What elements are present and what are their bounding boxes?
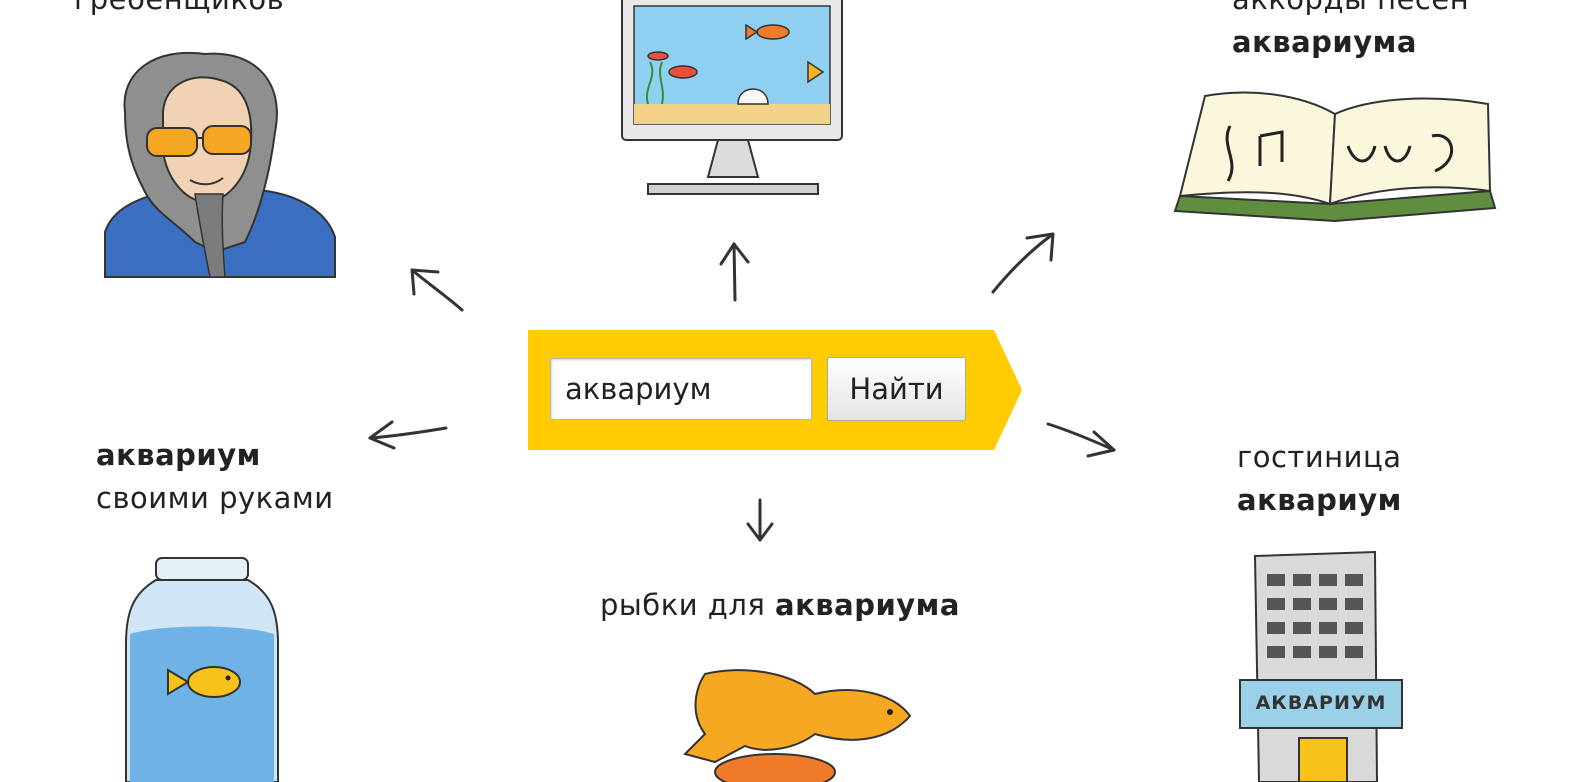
suggestion-top-right-text: аккорды песен (1232, 0, 1469, 21)
goldfish-icon (683, 669, 912, 782)
arrow-down-right-icon (1046, 422, 1116, 458)
fish-jar-icon (125, 557, 279, 782)
hotel-sign-text: АКВАРИУМ (1255, 692, 1387, 714)
arrow-up-right-icon (991, 232, 1055, 294)
suggestion-bottom[interactable]: рыбки для аквариума (600, 584, 960, 627)
suggestion-top-right-bold: аквариума (1232, 25, 1417, 59)
suggestion-mid-left[interactable]: аквариум своими руками (96, 434, 334, 520)
suggestion-mid-right[interactable]: гостиница аквариум (1237, 436, 1402, 522)
search-button[interactable]: Найти (827, 357, 966, 421)
suggestion-bottom-prefix: рыбки для (600, 588, 776, 622)
songbook-icon (1173, 91, 1497, 223)
arrow-left-icon (368, 420, 448, 450)
search-input[interactable] (550, 358, 812, 420)
suggestion-top-left-text: гребенщиков (74, 0, 284, 16)
arrow-up-icon (719, 242, 750, 302)
suggestion-mid-right-text: гостиница (1237, 440, 1402, 474)
arrow-down-icon (746, 498, 774, 542)
arrow-up-left-icon (410, 268, 464, 312)
suggestion-mid-right-bold: аквариум (1237, 483, 1402, 517)
suggestion-mid-left-text: своими руками (96, 481, 334, 515)
musician-portrait-icon (104, 51, 336, 278)
suggestion-bottom-bold: аквариума (775, 588, 960, 622)
hotel-building-icon (1239, 550, 1403, 782)
suggestion-mid-left-bold: аквариум (96, 438, 261, 472)
suggestion-top-right[interactable]: аккорды песен аквариума (1232, 0, 1469, 64)
suggestion-top-left[interactable]: гребенщиков (74, 0, 284, 21)
monitor-aquarium-icon (621, 0, 843, 195)
